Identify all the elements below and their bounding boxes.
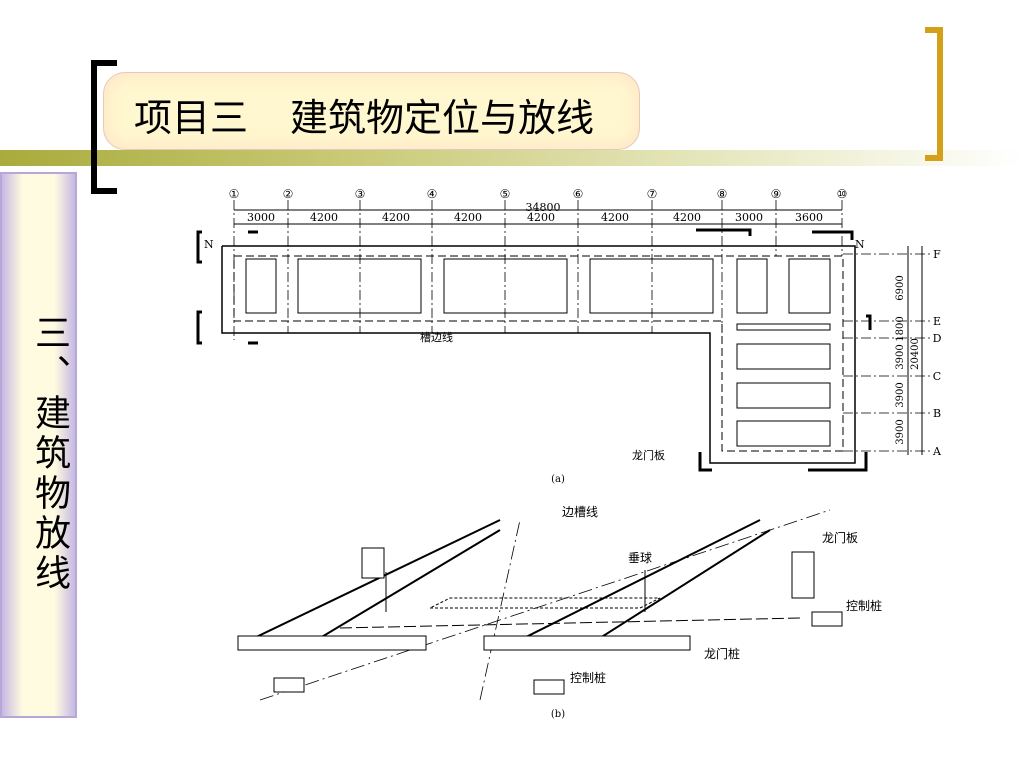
axis-label: ② [283,187,294,201]
north-mark: N [855,238,865,251]
total-dimension: 34800 [526,201,561,214]
span-dimension: 4200 [527,211,555,224]
batter-board-label: 龙门板 [632,448,665,462]
axis-label: ⑥ [573,187,584,201]
construction-figure: ① ② ③ ④ ⑤ ⑥ ⑦ ⑧ ⑨ ⑩ 3000 4200 4200 4200 4200 4200 4200 30… [196,187,942,720]
caption-a: (a) [551,474,565,485]
control-pile-label: 控制桩 [570,670,606,685]
row-label: F [933,248,941,261]
control-pile-label: 控制桩 [846,598,882,613]
plumb-bob-label: 垂球 [628,551,652,565]
row-label: C [933,370,941,383]
axis-label: ④ [427,187,438,201]
right-dimension: 3900 [895,382,906,407]
axis-label: ⑤ [500,187,511,201]
right-dimension: 3900 [895,344,906,369]
span-dimension: 4200 [673,211,701,224]
left-bracket [91,60,117,194]
row-label: E [933,315,941,328]
title-box: 项目三建筑物定位与放线 [103,72,640,150]
row-label: B [933,407,941,420]
axis-label: ⑧ [717,187,728,201]
caption-b: (b) [551,709,565,720]
sidebar-panel: 三、建筑物放线 [0,172,77,718]
right-dimension: 1800 [895,316,906,341]
right-total-dimension: 20400 [910,338,921,370]
span-dimension: 4200 [382,211,410,224]
header-band [0,150,1024,166]
axis-label: ① [229,187,240,201]
title-part-2: 建筑物定位与放线 [290,96,595,140]
span-dimension: 3600 [795,211,823,224]
batter-pile-label: 龙门桩 [704,646,740,661]
figure-b-perspective [237,509,843,701]
axis-label: ③ [355,187,366,201]
span-dimension: 3000 [735,211,763,224]
title-part-1: 项目三 [134,96,249,140]
sidebar-section-title: 三、建筑物放线 [29,314,70,594]
row-label: A [932,445,942,458]
span-dimension: 4200 [310,211,338,224]
edge-groove-label: 边槽线 [562,505,598,519]
right-bracket [925,27,943,161]
groove-line-label: 槽边线 [420,330,453,344]
right-dimension: 6900 [895,275,906,300]
span-dimension: 3000 [247,211,275,224]
slide-title: 项目三建筑物定位与放线 [134,87,594,142]
right-dimension: 3900 [895,419,906,444]
span-dimension: 4200 [601,211,629,224]
row-label: D [933,332,942,345]
axis-label: ⑩ [837,187,848,201]
figure-a-plan [196,200,930,472]
span-dimension: 4200 [454,211,482,224]
north-mark: N [204,238,214,251]
batter-board-label: 龙门板 [822,530,858,545]
axis-label: ⑦ [647,187,658,201]
axis-label: ⑨ [771,187,782,201]
